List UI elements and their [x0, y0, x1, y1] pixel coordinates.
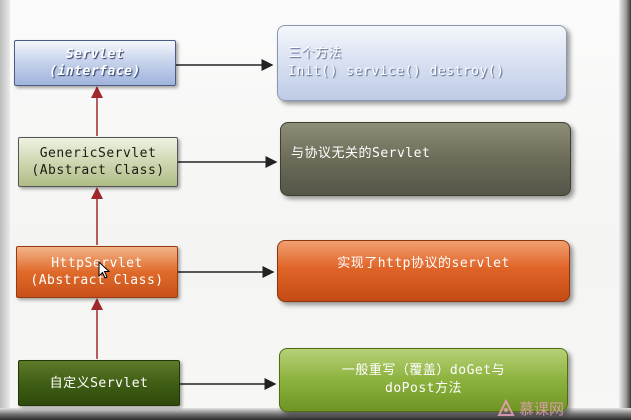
- generic-servlet-description: 与协议无关的Servlet: [291, 146, 431, 161]
- servlet-kind: (interface): [49, 64, 141, 79]
- custom-servlet-description-line1: 一般重写（覆盖）doGet与: [341, 363, 506, 378]
- custom-servlet-title: 自定义Servlet: [49, 375, 149, 391]
- custom-servlet-description-line2: doPost方法: [385, 381, 462, 396]
- http-servlet-kind: (Abstract Class): [30, 273, 164, 288]
- servlet-interface-box: Servlet (interface): [14, 40, 176, 86]
- generic-servlet-kind: (Abstract Class): [31, 163, 165, 178]
- servlet-title: Servlet: [65, 47, 125, 62]
- watermark-logo-icon: [497, 399, 515, 416]
- watermark-text: 慕课网: [519, 399, 565, 418]
- http-servlet-description: 实现了http协议的servlet: [337, 256, 510, 271]
- http-servlet-title: HttpServlet: [51, 256, 143, 271]
- frame-right-edge: [619, 0, 631, 420]
- custom-servlet-description-box: 一般重写（覆盖）doGet与 doPost方法: [279, 348, 568, 412]
- generic-servlet-title: GenericServlet: [39, 146, 157, 161]
- custom-servlet-box: 自定义Servlet: [18, 360, 180, 406]
- generic-servlet-box: GenericServlet (Abstract Class): [18, 137, 178, 187]
- servlet-description-line2: Init() service() destroy(): [288, 64, 505, 79]
- watermark: 慕课网: [497, 397, 564, 419]
- servlet-description-box: 三个方法 Init() service() destroy(): [277, 25, 567, 101]
- http-servlet-description-box: 实现了http协议的servlet: [277, 240, 570, 302]
- frame-left-edge: [0, 0, 10, 420]
- http-servlet-box: HttpServlet (Abstract Class): [16, 246, 178, 298]
- mouse-cursor-icon: [98, 261, 110, 279]
- servlet-description-line1: 三个方法: [288, 46, 343, 61]
- generic-servlet-description-box: 与协议无关的Servlet: [280, 122, 571, 196]
